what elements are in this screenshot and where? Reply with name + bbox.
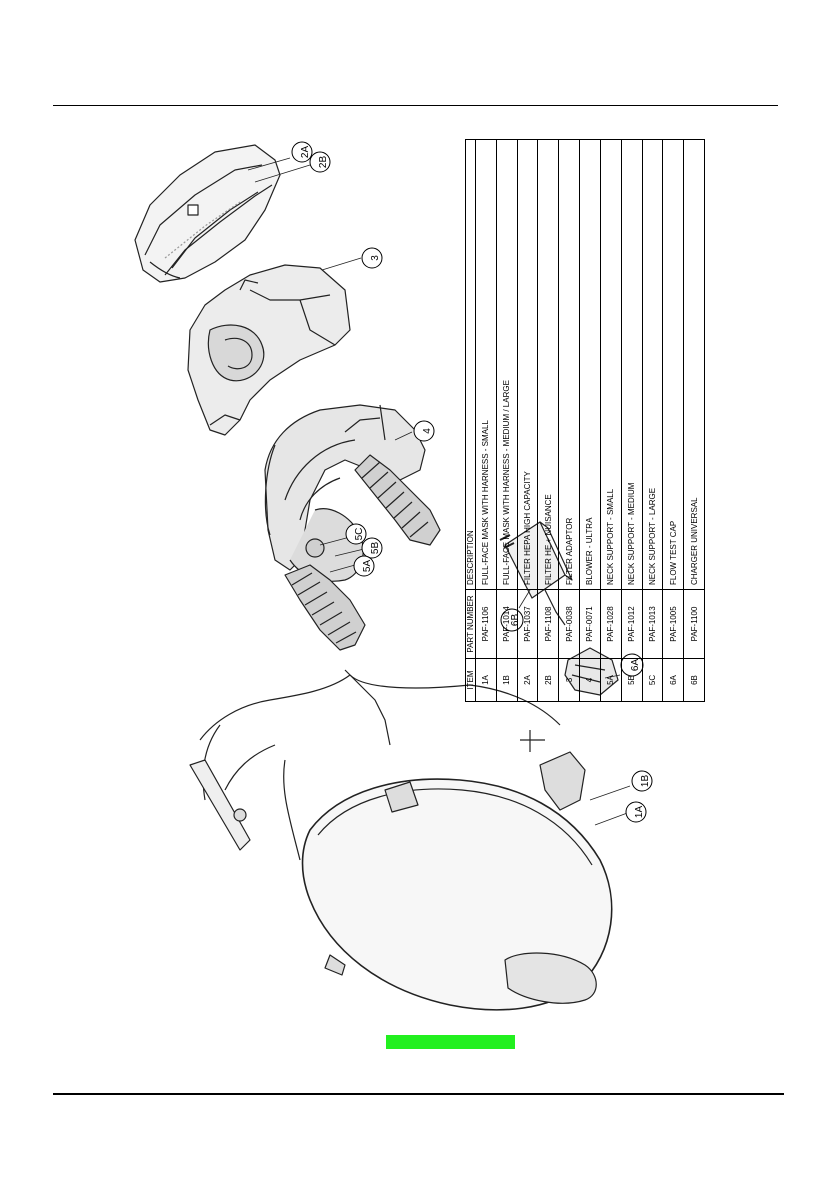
cell-part-number: PAF-0071 <box>579 589 601 659</box>
callout-circles <box>291 141 653 823</box>
cell-item: 5B <box>621 658 642 702</box>
callout-2b: 2B <box>318 156 329 169</box>
full-face-mask-drawing <box>189 669 613 1011</box>
flow-test-cap-drawing <box>564 647 619 696</box>
blower-drawing <box>264 404 441 651</box>
callout-3: 3 <box>370 255 381 261</box>
callout-4: 4 <box>422 428 433 434</box>
highlight-bar <box>386 1035 515 1049</box>
cell-part-number: PAF-1028 <box>600 589 622 659</box>
cell-part-number: PAF-1013 <box>642 589 663 659</box>
cell-item: 5A <box>600 658 622 702</box>
callout-5a: 5A <box>362 560 373 573</box>
header-description: DESCRIPTION <box>465 139 476 590</box>
header-item: ITEM <box>465 658 476 702</box>
cell-description: FLOW TEST CAP <box>662 139 684 590</box>
cell-part-number: PAF-1037 <box>517 589 538 659</box>
callout-5c: 5C <box>354 528 365 541</box>
footer-rule <box>53 1093 784 1095</box>
cell-part-number: PAF-1014 <box>496 589 518 659</box>
cell-part-number: PAF-1012 <box>621 589 642 659</box>
filter-cartridge-drawing <box>134 144 281 283</box>
header-rule <box>53 105 778 106</box>
cell-item: 4 <box>579 658 601 702</box>
cell-part-number: PAF-0038 <box>558 589 580 659</box>
cell-part-number: PAF-1108 <box>537 589 559 659</box>
cell-item: 3 <box>558 658 580 702</box>
callout-1a: 1A <box>634 806 645 819</box>
cell-description: BLOWER - ULTRA <box>579 139 601 590</box>
cell-description: NECK SUPPORT - SMALL <box>600 139 622 590</box>
charger-drawing <box>499 521 573 626</box>
callout-2a: 2A <box>300 146 311 159</box>
cell-part-number: PAF-1005 <box>662 589 684 659</box>
cell-item: 1A <box>475 658 497 702</box>
callout-6b: 6B <box>510 614 521 627</box>
cell-description: FILTER ADAPTOR <box>558 139 580 590</box>
cell-part-number: PAF-1106 <box>475 589 497 659</box>
cell-description: CHARGER UNIVERSAL <box>683 139 705 590</box>
cell-item: 6B <box>683 658 705 702</box>
callout-labels: 2A 2B 3 4 5C 5B 5A 6B 6A 1B 1A <box>300 146 651 819</box>
table-header-row: ITEM PART NUMBER DESCRIPTION <box>465 139 476 702</box>
cell-part-number: PAF-1100 <box>683 589 705 659</box>
cell-description: NECK SUPPORT - MEDIUM <box>621 139 642 590</box>
header-part-number: PART NUMBER <box>465 589 476 659</box>
cell-description: FULL-FACE MASK WITH HARNESS - MEDIUM / L… <box>496 139 518 590</box>
cell-description: NECK SUPPORT - LARGE <box>642 139 663 590</box>
callout-6a: 6A <box>630 659 641 672</box>
cell-item: 6A <box>662 658 684 702</box>
filter-adaptor-drawing <box>187 264 351 436</box>
cell-description: FULL-FACE MASK WITH HARNESS - SMALL <box>475 139 497 590</box>
cell-item: 1B <box>496 658 518 702</box>
cell-item: 2B <box>537 658 559 702</box>
cell-description: FILTER HE + NUISANCE <box>537 139 559 590</box>
callout-5b: 5B <box>370 542 381 555</box>
callout-1b: 1B <box>640 775 651 788</box>
callout-leaders <box>247 157 631 826</box>
cell-item: 2A <box>517 658 538 702</box>
cell-item: 5C <box>642 658 663 702</box>
cell-description: FILTER HEPA HIGH CAPACITY <box>517 139 538 590</box>
